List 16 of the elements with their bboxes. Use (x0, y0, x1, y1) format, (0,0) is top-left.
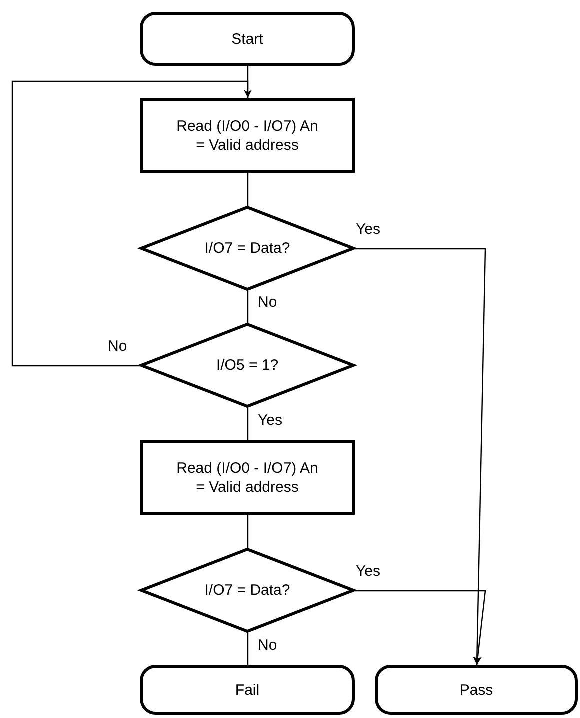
terminal-box: Pass (375, 665, 578, 715)
terminal-box: Start (140, 12, 355, 66)
process-box: Read (I/O0 - I/O7) An = Valid address (140, 98, 355, 173)
arrow (355, 248, 486, 666)
process-box: Read (I/O0 - I/O7) An = Valid address (140, 440, 355, 515)
arrow (12, 80, 252, 367)
terminal-box: Fail (140, 665, 355, 715)
decision-diamond: I/O7 = Data? (140, 548, 355, 633)
connector-line (247, 633, 249, 665)
connector-line (247, 408, 249, 440)
decision-diamond: I/O7 = Data? (140, 206, 355, 291)
connector-line (247, 173, 249, 206)
decision-diamond: I/O5 = 1? (140, 323, 355, 408)
connector-line (247, 291, 249, 323)
arrow (355, 590, 486, 666)
connector-line (247, 515, 249, 548)
